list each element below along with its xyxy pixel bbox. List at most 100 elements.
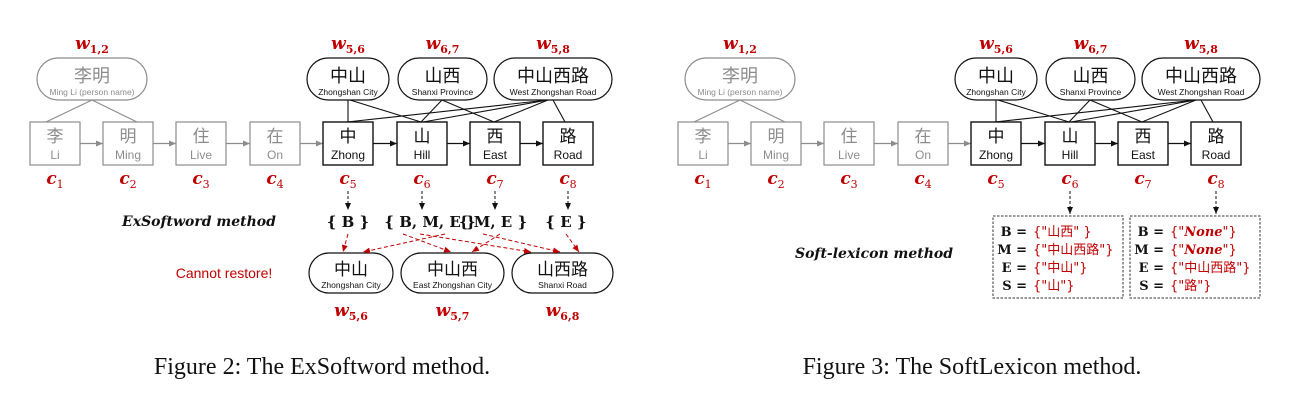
word-index-label: w5,8 — [536, 34, 570, 56]
tag-set: { E } — [545, 213, 586, 231]
char-chinese: 山 — [414, 127, 431, 147]
char-chinese: 西 — [1135, 127, 1152, 147]
lexicon-value: {"None"} — [1170, 243, 1237, 258]
word-index-label: w5,8 — [1184, 34, 1218, 56]
restored-word-pill — [400, 252, 505, 294]
word-pill — [1141, 57, 1261, 101]
lexicon-value: {"山西" } — [1033, 225, 1092, 240]
char-english: Li — [50, 148, 59, 162]
word-index-label: w1,2 — [723, 34, 757, 56]
lexicon-value: {"中山西路"} — [1033, 242, 1114, 258]
char-chinese: 明 — [120, 127, 137, 147]
char-english: On — [915, 148, 931, 162]
char-chinese: 明 — [768, 127, 785, 147]
char-index-label: c1 — [694, 169, 711, 191]
char-english: Hill — [1062, 148, 1079, 162]
char-index-label: c4 — [914, 169, 931, 191]
word-chinese: 李明 — [722, 66, 758, 87]
restore-arrow — [471, 233, 501, 253]
restored-word-chinese: 山西路 — [537, 260, 588, 280]
lexicon-box-border — [992, 215, 1124, 299]
char-english: East — [1131, 148, 1156, 162]
restored-word-chinese: 中山西 — [427, 260, 478, 280]
lexicon-key: B = — [1138, 225, 1164, 240]
word-pill — [954, 57, 1038, 101]
char-box — [750, 121, 802, 166]
char-index-label: c5 — [339, 169, 356, 191]
char-box — [29, 121, 81, 166]
restored-word-english: Zhongshan City — [321, 280, 381, 290]
restored-word-index-label: w5,7 — [436, 301, 470, 323]
word-char-link — [693, 99, 741, 123]
char-english: Zhong — [979, 148, 1013, 162]
word-char-link — [441, 99, 495, 123]
char-box — [1044, 121, 1096, 166]
char-box — [1190, 121, 1242, 166]
char-english: Live — [190, 148, 212, 162]
lexicon-key: S = — [1139, 279, 1164, 294]
word-english: Zhongshan City — [966, 87, 1026, 97]
word-chinese: 中山西路 — [1165, 66, 1237, 87]
word-pill — [36, 57, 148, 101]
method-label: ExSoftword method — [121, 214, 276, 230]
lexicon-value: {"山"} — [1033, 279, 1075, 294]
word-pill — [397, 57, 488, 101]
word-english: West Zhongshan Road — [1158, 87, 1245, 97]
word-char-link — [1070, 99, 1197, 123]
word-chinese: 李明 — [74, 66, 110, 87]
char-chinese: 中 — [988, 127, 1005, 147]
restored-word-index-label: w5,6 — [334, 301, 368, 323]
lexicon-value: {"路"} — [1170, 278, 1212, 294]
char-chinese: 住 — [193, 127, 210, 147]
restored-word-chinese: 中山 — [334, 260, 368, 280]
char-english: Live — [838, 148, 860, 162]
char-english: Hill — [414, 148, 431, 162]
char-chinese: 在 — [267, 127, 284, 147]
restore-arrow — [362, 233, 446, 254]
word-char-link — [1141, 99, 1197, 123]
word-char-link — [493, 99, 549, 123]
word-char-link — [1068, 99, 1091, 123]
lexicon-value: {"None"} — [1170, 225, 1237, 240]
word-char-link — [994, 99, 1197, 123]
char-index-label: c8 — [559, 169, 576, 191]
word-char-link — [997, 99, 1070, 123]
word-chinese: 中山 — [330, 66, 366, 87]
word-char-link — [346, 99, 549, 123]
restore-arrow — [341, 233, 349, 253]
lexicon-key: B = — [1001, 225, 1027, 240]
lexicon-key: S = — [1002, 279, 1027, 294]
restored-word-index-label: w6,8 — [546, 301, 580, 323]
char-index-label: c2 — [119, 169, 136, 191]
figure-caption: Figure 2: The ExSoftword method. — [154, 354, 490, 380]
word-char-link — [91, 99, 138, 123]
tag-set: { B, M, E } — [384, 213, 475, 231]
restore-arrow — [565, 233, 580, 253]
char-english: Ming — [763, 148, 789, 162]
char-english: Ming — [115, 148, 141, 162]
word-chinese: 中山西路 — [517, 66, 589, 87]
word-char-link — [552, 99, 566, 123]
char-box — [677, 121, 729, 166]
char-index-label: c4 — [266, 169, 283, 191]
lexicon-value: {"中山西路"} — [1170, 260, 1251, 276]
restored-word-pill — [308, 252, 394, 294]
